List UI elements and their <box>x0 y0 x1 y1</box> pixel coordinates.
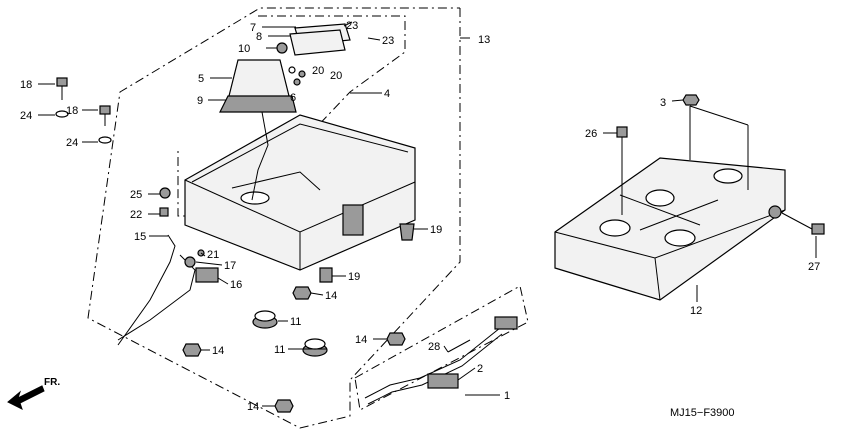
callout-7: 7 <box>250 22 256 34</box>
callout-13: 13 <box>478 34 490 46</box>
bolt-26 <box>616 126 628 138</box>
callout-1: 1 <box>504 390 510 402</box>
bolt-18b <box>99 105 111 115</box>
callout-12: 12 <box>690 305 702 317</box>
callout-9: 9 <box>197 95 203 107</box>
bracket-16 <box>195 267 219 283</box>
callout-23b: 23 <box>382 35 394 47</box>
callout-15: 15 <box>134 231 146 243</box>
callout-26: 26 <box>585 128 597 140</box>
connector-2 <box>427 373 459 389</box>
diagram-code: MJ15−F3900 <box>670 407 735 419</box>
front-direction-label: FR. <box>44 377 60 388</box>
callout-14b: 14 <box>212 345 224 357</box>
nut-14d <box>274 399 294 413</box>
washer-24b <box>98 136 112 144</box>
nut-14b <box>182 343 202 357</box>
tail-lamp <box>219 23 351 201</box>
nut-14a <box>292 286 312 300</box>
assembly-boundary <box>87 7 461 429</box>
callout-14d: 14 <box>247 401 259 413</box>
callout-24a: 24 <box>20 110 32 122</box>
callout-27: 27 <box>808 261 820 273</box>
front-direction-arrow: FR. <box>7 377 60 410</box>
cushion-19a <box>399 223 415 241</box>
plug-connector <box>494 316 518 330</box>
callout-16: 16 <box>230 279 242 291</box>
callout-20a: 20 <box>312 65 324 77</box>
callout-18b: 18 <box>66 105 78 117</box>
callout-18a: 18 <box>20 79 32 91</box>
callout-14c: 14 <box>355 334 367 346</box>
callout-8: 8 <box>256 31 262 43</box>
nut-14c <box>386 332 406 346</box>
lamp-base <box>289 29 346 56</box>
washer-24a <box>55 110 69 118</box>
callout-17: 17 <box>224 260 236 272</box>
harness-boundary <box>354 285 529 411</box>
wire-harness <box>364 316 518 405</box>
callout-25: 25 <box>130 189 142 201</box>
callout-6: 6 <box>290 92 296 104</box>
callout-20b: 20 <box>330 70 342 82</box>
callout-4: 4 <box>384 88 390 100</box>
callout-23a: 23 <box>346 20 358 32</box>
lamp-gasket <box>219 95 297 113</box>
callout-28: 28 <box>428 341 440 353</box>
grommet-25 <box>159 187 171 199</box>
callout-22: 22 <box>130 209 142 221</box>
screw-22 <box>159 207 169 217</box>
lamp-subassembly-boundary <box>177 15 406 217</box>
callout-3: 3 <box>660 97 666 109</box>
callout-10: 10 <box>238 43 250 55</box>
bolt-18a <box>56 77 68 87</box>
callout-2: 2 <box>477 363 483 375</box>
cushion-19b <box>319 267 333 283</box>
callout-19b: 19 <box>348 271 360 283</box>
lamp-lens <box>227 59 291 101</box>
bolt-27 <box>811 223 825 235</box>
callout-19a: 19 <box>430 224 442 236</box>
callout-11a: 11 <box>290 316 301 328</box>
callout-11b: 11 <box>274 344 285 356</box>
callouts: 1 2 3 4 5 6 7 8 9 10 11 11 12 13 14 14 1… <box>20 20 820 413</box>
callout-5: 5 <box>198 73 204 85</box>
leader-lines <box>38 21 817 407</box>
latch <box>342 204 364 236</box>
carrier-box <box>184 114 416 271</box>
mounting-plate <box>554 157 786 301</box>
callout-14a: 14 <box>325 290 337 302</box>
callout-21: 21 <box>207 249 219 261</box>
clip-17 <box>184 256 196 268</box>
callout-24b: 24 <box>66 137 78 149</box>
nut-3 <box>682 94 700 106</box>
